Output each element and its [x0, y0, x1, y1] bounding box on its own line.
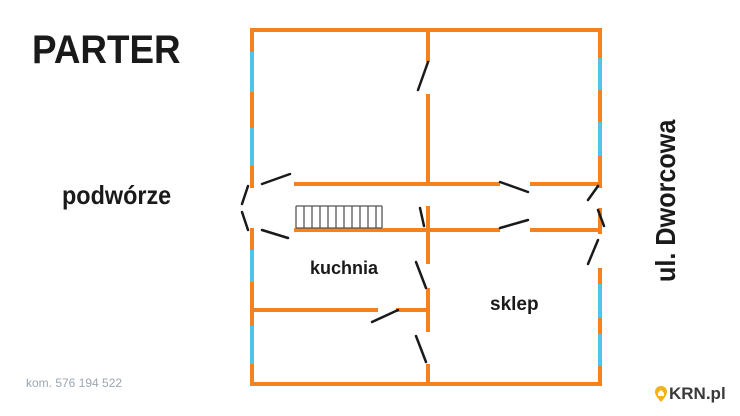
courtyard-label: podwórze — [62, 180, 172, 210]
house-pin-icon — [655, 386, 667, 402]
door — [414, 260, 428, 290]
windows — [250, 52, 602, 366]
door — [416, 60, 430, 92]
door — [498, 180, 530, 194]
stairs — [295, 205, 383, 229]
door — [240, 210, 250, 232]
street-label: ul. Dworcowa — [650, 119, 681, 283]
doors — [240, 60, 606, 364]
door — [240, 184, 250, 206]
kitchen-label: kuchnia — [310, 258, 379, 278]
door — [414, 334, 428, 364]
door — [586, 184, 600, 202]
floor-title: PARTER — [32, 28, 181, 72]
logo-text: KRN.pl — [669, 384, 726, 403]
shop-label: sklep — [490, 294, 539, 315]
door — [260, 172, 292, 186]
door — [586, 238, 600, 266]
door — [370, 308, 400, 324]
krn-logo: KRN.pl — [654, 384, 726, 404]
door — [596, 208, 606, 228]
door — [260, 228, 290, 240]
contact-phone: kom. 576 194 522 — [26, 376, 123, 390]
door — [418, 206, 426, 228]
door — [498, 218, 530, 230]
